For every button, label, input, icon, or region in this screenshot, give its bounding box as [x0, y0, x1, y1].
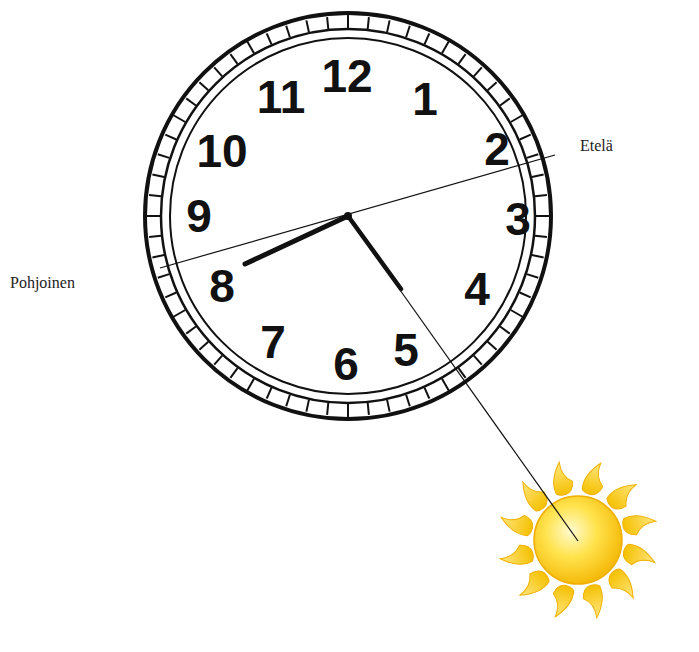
tick-mark — [214, 67, 222, 76]
tick-mark — [149, 195, 161, 196]
tick-mark — [173, 115, 185, 122]
tick-mark — [149, 236, 161, 237]
tick-mark — [347, 14, 349, 28]
tick-mark — [173, 310, 185, 317]
tick-mark — [500, 98, 510, 105]
clock-number: 11 — [257, 74, 306, 120]
sun-ray — [581, 583, 608, 620]
clock-number: 8 — [209, 263, 235, 309]
tick-mark — [368, 403, 369, 415]
tick-mark — [286, 395, 290, 406]
tick-mark — [532, 255, 544, 258]
sun-ray — [621, 510, 658, 537]
tick-mark — [535, 236, 547, 237]
clock-number: 2 — [484, 126, 510, 172]
tick-mark — [186, 327, 196, 334]
tick-mark — [442, 41, 449, 53]
clock-dial — [170, 38, 526, 394]
tick-mark — [511, 310, 523, 317]
clock-inner-ring — [161, 29, 535, 403]
sun-ray — [548, 583, 575, 620]
tick-mark — [199, 82, 208, 90]
tick-mark — [347, 404, 349, 418]
clock-number: 3 — [505, 196, 531, 242]
clock-rim — [145, 13, 551, 419]
minute-hand — [348, 216, 401, 289]
tick-mark — [474, 67, 482, 76]
sun-ray — [548, 460, 575, 497]
tick-mark — [214, 356, 222, 365]
tick-mark — [500, 327, 510, 334]
clock-number: 10 — [196, 128, 247, 174]
tick-mark — [535, 195, 547, 196]
tick-mark — [536, 215, 550, 217]
tick-mark — [327, 403, 328, 415]
sun-ray — [621, 543, 658, 570]
sun-ray — [498, 543, 535, 570]
clock-number: 1 — [412, 76, 438, 122]
tick-mark — [165, 293, 176, 298]
tick-mark — [152, 255, 164, 258]
sun-ray — [604, 477, 641, 514]
clock-number: 5 — [393, 327, 419, 373]
tick-mark — [286, 26, 290, 37]
clock-pivot — [344, 212, 352, 220]
clock-number: 12 — [321, 53, 372, 99]
hour-hand — [245, 216, 348, 264]
tick-mark — [488, 342, 497, 350]
tick-mark — [230, 368, 237, 378]
tick-mark — [199, 342, 208, 350]
tick-mark — [520, 135, 531, 140]
tick-mark — [532, 174, 544, 177]
tick-mark — [327, 17, 328, 29]
clock-number: 6 — [333, 341, 359, 387]
tick-mark — [158, 154, 169, 158]
tick-marks — [146, 14, 550, 418]
tick-mark — [488, 82, 497, 90]
tick-mark — [527, 154, 538, 158]
sun-ray — [498, 510, 535, 537]
tick-mark — [230, 54, 237, 64]
sun-ray — [604, 566, 641, 603]
tick-mark — [511, 115, 523, 122]
direction-label: Etelä — [580, 137, 613, 155]
tick-mark — [459, 368, 466, 378]
tick-mark — [165, 135, 176, 140]
tick-mark — [247, 41, 254, 53]
sun-ray — [515, 476, 552, 513]
tick-mark — [406, 26, 410, 37]
tick-mark — [387, 400, 390, 412]
tick-mark — [425, 33, 430, 44]
tick-mark — [527, 274, 538, 278]
tick-mark — [186, 98, 196, 105]
tick-mark — [247, 379, 254, 391]
tick-mark — [158, 274, 169, 278]
tick-mark — [306, 20, 309, 32]
tick-mark — [474, 356, 482, 365]
tick-mark — [406, 395, 410, 406]
tick-mark — [267, 33, 272, 44]
tick-mark — [368, 17, 369, 29]
tick-mark — [387, 20, 390, 32]
tick-mark — [146, 215, 160, 217]
tick-mark — [425, 388, 430, 399]
tick-mark — [152, 174, 164, 177]
direction-label: Pohjoinen — [10, 274, 75, 292]
tick-mark — [306, 400, 309, 412]
clock-number: 9 — [186, 193, 212, 239]
tick-mark — [520, 293, 531, 298]
tick-mark — [459, 54, 466, 64]
tick-mark — [442, 379, 449, 391]
sun-ray — [514, 566, 551, 603]
clock-number: 4 — [464, 266, 490, 312]
clock-number: 7 — [260, 319, 286, 365]
tick-mark — [267, 388, 272, 399]
sun-line — [400, 290, 578, 541]
sun-ray — [581, 460, 608, 497]
